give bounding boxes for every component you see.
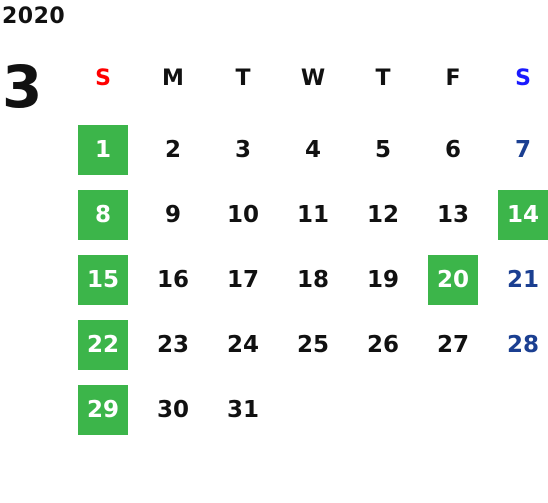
calendar-day: 6 [418, 125, 488, 190]
day-number: 27 [436, 332, 469, 358]
calendar-day-empty [348, 385, 418, 450]
calendar-day: 17 [208, 255, 278, 320]
calendar-day: 7 [488, 125, 548, 190]
weekday-header-sunday: S [95, 66, 111, 91]
day-number: 28 [506, 332, 539, 358]
day-number: 20 [428, 255, 478, 305]
calendar-day: 18 [278, 255, 348, 320]
day-number: 1 [78, 125, 128, 175]
day-number: 30 [156, 397, 189, 423]
weekday-header-saturday: S [515, 66, 531, 91]
day-number: 14 [498, 190, 548, 240]
day-number: 23 [156, 332, 189, 358]
day-number: 22 [78, 320, 128, 370]
day-number: 3 [234, 137, 251, 163]
day-number: 11 [296, 202, 329, 228]
calendar-day: 21 [488, 255, 548, 320]
calendar-day: 10 [208, 190, 278, 255]
calendar-day: 5 [348, 125, 418, 190]
day-number: 21 [506, 267, 539, 293]
day-number: 13 [436, 202, 469, 228]
day-number: 9 [164, 202, 181, 228]
day-number: 31 [226, 397, 259, 423]
month-calendar-grid: S M T W T F S 1 2 3 4 5 6 7 8 9 10 11 12… [68, 60, 548, 450]
calendar-day: 13 [418, 190, 488, 255]
calendar-day: 27 [418, 320, 488, 385]
day-number [428, 385, 478, 435]
weekday-header-monday: M [162, 66, 184, 91]
day-number: 29 [78, 385, 128, 435]
calendar-day: 19 [348, 255, 418, 320]
calendar-day: 29 [68, 385, 138, 450]
day-number: 18 [296, 267, 329, 293]
day-number: 16 [156, 267, 189, 293]
day-number: 5 [374, 137, 391, 163]
calendar-day: 30 [138, 385, 208, 450]
calendar-day: 16 [138, 255, 208, 320]
calendar-day: 25 [278, 320, 348, 385]
year-label: 2020 [2, 4, 66, 29]
calendar-day: 11 [278, 190, 348, 255]
day-number: 19 [366, 267, 399, 293]
weekday-header-wednesday: W [300, 66, 326, 91]
weekday-header-thursday: T [375, 66, 391, 91]
day-number: 10 [226, 202, 259, 228]
weekday-header-tuesday: T [235, 66, 251, 91]
calendar-day-empty [488, 385, 548, 450]
day-number: 7 [514, 137, 531, 163]
day-number: 2 [164, 137, 181, 163]
calendar-day: 23 [138, 320, 208, 385]
day-number [288, 385, 338, 435]
day-number [358, 385, 408, 435]
calendar-day: 4 [278, 125, 348, 190]
calendar-day: 3 [208, 125, 278, 190]
day-number: 15 [78, 255, 128, 305]
calendar-day: 31 [208, 385, 278, 450]
calendar-day: 15 [68, 255, 138, 320]
calendar-day: 14 [488, 190, 548, 255]
day-number: 25 [296, 332, 329, 358]
weekday-header-friday: F [445, 66, 461, 91]
calendar-day: 26 [348, 320, 418, 385]
day-number: 17 [226, 267, 259, 293]
calendar-day: 24 [208, 320, 278, 385]
day-number [498, 385, 548, 435]
month-label: 3 [2, 53, 43, 121]
day-number: 6 [444, 137, 461, 163]
day-number: 12 [366, 202, 399, 228]
calendar-day: 22 [68, 320, 138, 385]
calendar-day: 1 [68, 125, 138, 190]
calendar-day-empty [278, 385, 348, 450]
calendar-day: 12 [348, 190, 418, 255]
calendar-day: 8 [68, 190, 138, 255]
day-number: 26 [366, 332, 399, 358]
calendar-day: 9 [138, 190, 208, 255]
day-number: 4 [304, 137, 321, 163]
day-number: 8 [78, 190, 128, 240]
calendar-day: 2 [138, 125, 208, 190]
calendar-day: 20 [418, 255, 488, 320]
day-number: 24 [226, 332, 259, 358]
calendar-day: 28 [488, 320, 548, 385]
calendar-day-empty [418, 385, 488, 450]
